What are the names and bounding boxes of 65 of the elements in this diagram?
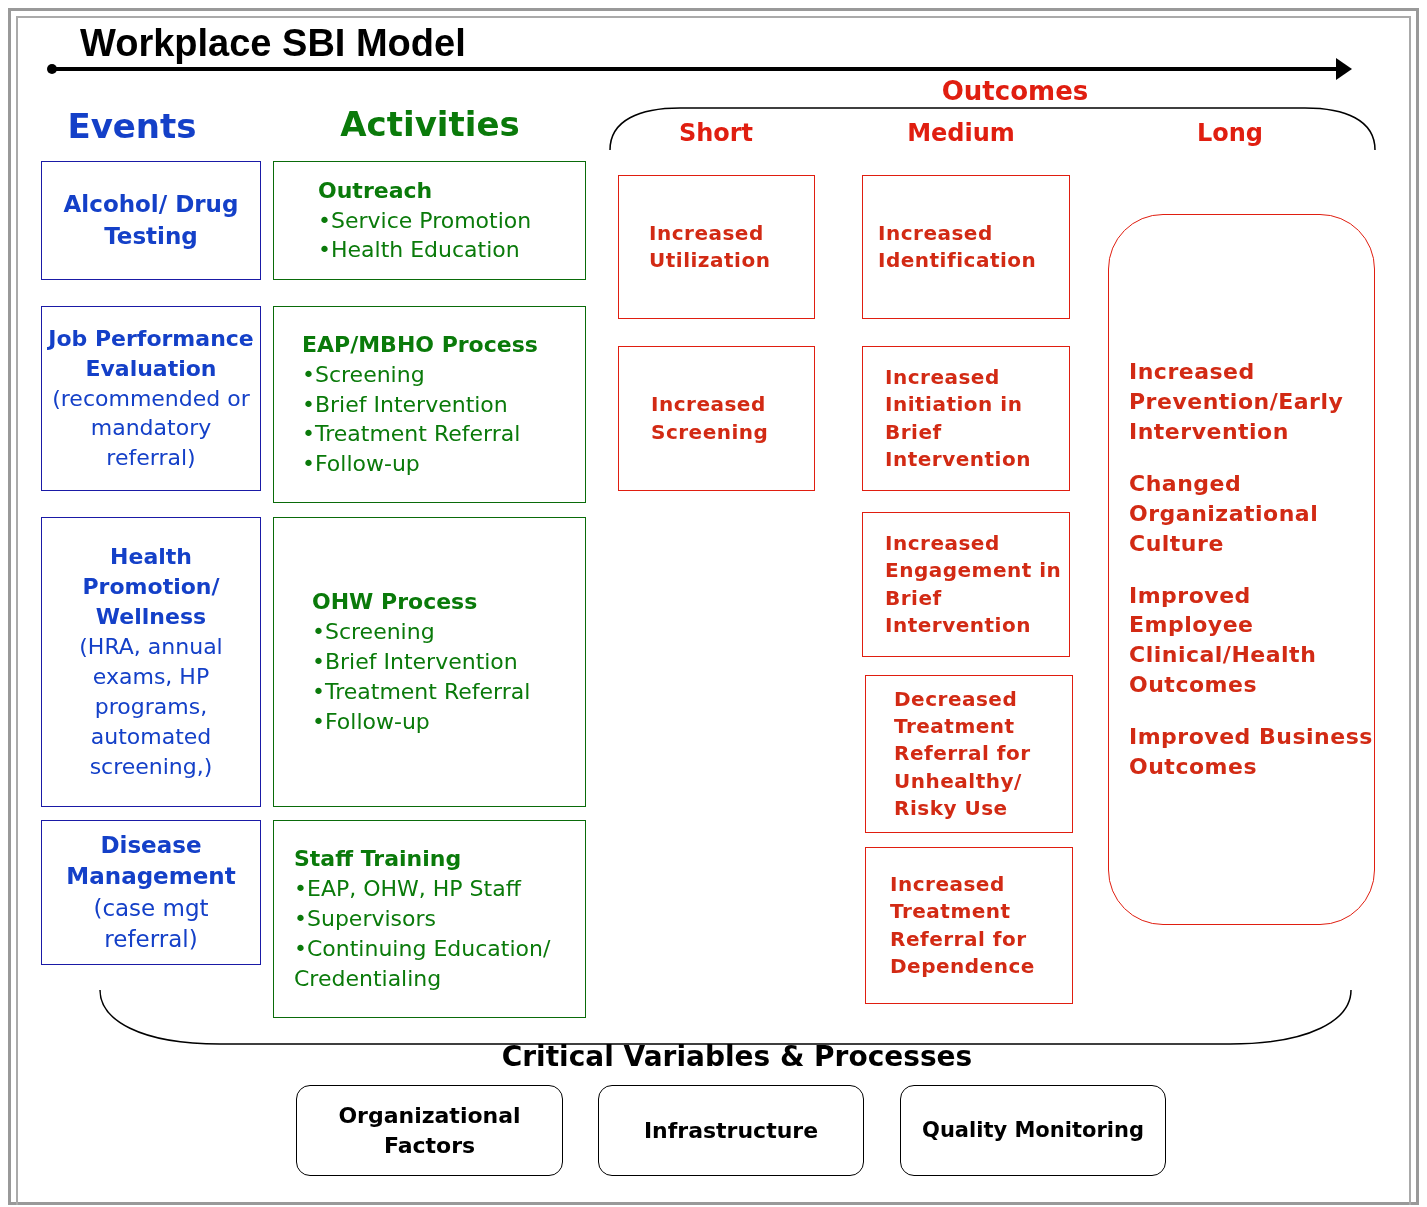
bullet-item: •Brief Intervention [312, 648, 518, 677]
outcome-box [862, 346, 1070, 491]
box-heading: Alcohol/ Drug Testing [62, 190, 240, 251]
bullet-item: •Follow-up [312, 707, 430, 736]
box-text: Increased Engagement in Brief Intervention [885, 530, 1063, 639]
bullet-item: •Supervisors [294, 905, 436, 934]
event-box [41, 161, 261, 280]
process-box [598, 1085, 864, 1176]
box-text: Organizational Factors [337, 1101, 522, 1160]
box-text: Increased Prevention/Early Intervention [1129, 358, 1345, 446]
diagram-title: Workplace SBI Model [80, 22, 466, 65]
outcome-box [618, 175, 815, 319]
box-text: Infrastructure [643, 1116, 819, 1145]
box-note: (recommended or mandatory referral) [51, 384, 251, 473]
bullet-item: •Continuing Education/ Credentialing [294, 934, 552, 993]
box-heading: EAP/MBHO Process [302, 330, 538, 359]
bullet-item: •EAP, OHW, HP Staff [294, 875, 521, 904]
bullet-item: •Service Promotion [318, 206, 532, 235]
bullet-item: •Follow-up [302, 450, 420, 479]
box-heading: Staff Training [294, 845, 462, 874]
bullet-item: •Screening [302, 360, 425, 389]
activity-box [273, 820, 586, 1018]
outcome-box [862, 512, 1070, 657]
box-note: (HRA, annual exams, HP programs, automated screening,) [78, 633, 224, 781]
outcome-box [865, 847, 1073, 1004]
bullet-item: •Brief Intervention [302, 390, 508, 419]
activity-box [273, 306, 586, 503]
box-text: Increased Utilization [649, 219, 772, 274]
section-header: Critical Variables & Processes [501, 1040, 973, 1073]
outcome-box [862, 175, 1070, 319]
event-box [41, 306, 261, 491]
box-text: Increased Initiation in Brief Intervention [885, 364, 1032, 473]
box-heading: Job Performance Evaluation [48, 324, 254, 383]
bullet-item: •Screening [312, 618, 435, 647]
box-text: Improved Employee Clinical/Health Outcomes [1129, 581, 1318, 700]
activity-box [273, 161, 586, 280]
box-text: Decreased Treatment Referral for Unhealthy/ Risky Use [894, 686, 1032, 822]
box-text: Increased Identification [878, 219, 1038, 274]
box-text: Quality Monitoring [922, 1117, 1144, 1145]
outcome-box [865, 675, 1073, 833]
process-box [296, 1085, 563, 1176]
bullet-item: •Treatment Referral [312, 677, 531, 706]
column-header: Short [678, 119, 754, 147]
bullet-item: •Health Education [318, 236, 520, 265]
event-box [41, 517, 261, 807]
column-header: Events [67, 106, 197, 146]
column-header: Long [1197, 119, 1263, 147]
group-header: Outcomes [941, 76, 1089, 106]
box-heading: OHW Process [312, 588, 478, 617]
box-text: Changed Organizational Culture [1129, 469, 1320, 558]
event-box [41, 820, 261, 965]
box-heading: Disease Management [65, 830, 237, 892]
activity-box [273, 517, 586, 807]
box-text: Improved Business Outcomes [1129, 723, 1374, 782]
box-note: (case mgt referral) [92, 893, 210, 954]
box-heading: Health Promotion/ Wellness [81, 543, 221, 632]
box-text: Increased Treatment Referral for Dependence [890, 871, 1036, 980]
outcome-box [618, 346, 815, 491]
column-header: Activities [340, 104, 520, 144]
box-text: Increased Screening [651, 391, 770, 446]
long-term-outcome-box [1108, 214, 1375, 925]
column-header: Medium [907, 119, 1015, 147]
process-box [900, 1085, 1166, 1176]
box-heading: Outreach [318, 176, 433, 205]
bullet-item: •Treatment Referral [302, 420, 521, 449]
